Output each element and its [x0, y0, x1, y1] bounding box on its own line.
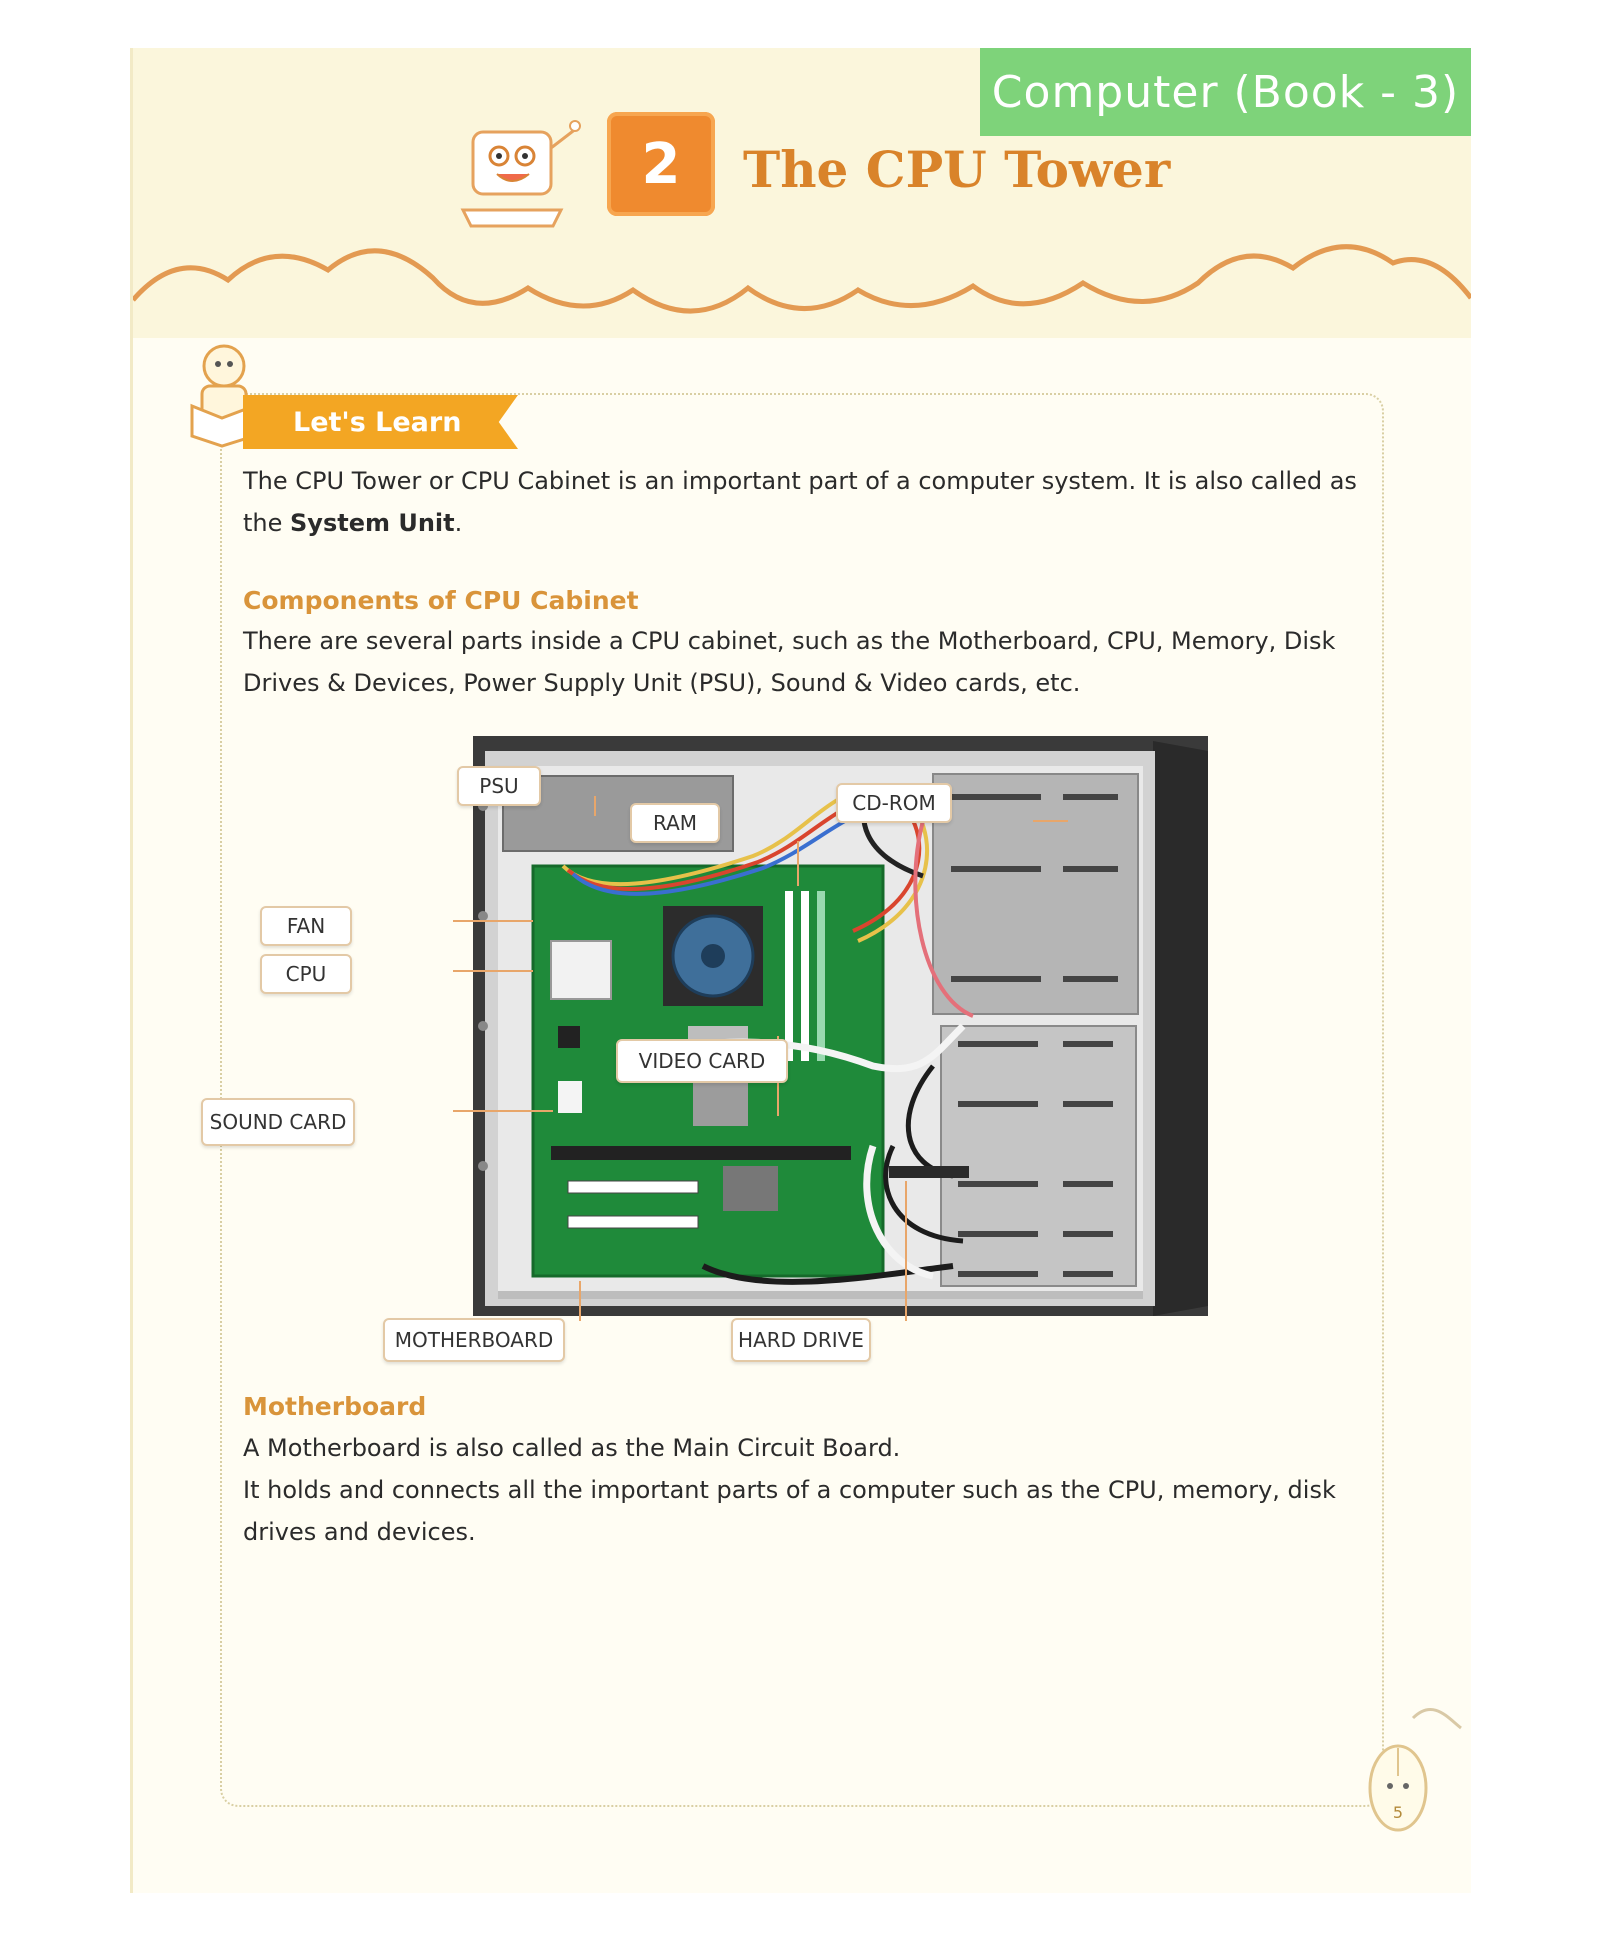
motherboard-heading: Motherboard [243, 1392, 427, 1421]
label-cpu: CPU [260, 954, 352, 994]
label-psu: PSU [457, 766, 541, 806]
mouse-icon: 5 [1368, 1707, 1462, 1832]
label-hard-drive: HARD DRIVE [731, 1318, 871, 1362]
computer-mascot-icon [460, 120, 581, 228]
intro-text-end: . [454, 509, 463, 537]
label-cd-rom: CD-ROM [836, 783, 952, 823]
intro-text: The CPU Tower or CPU Cabinet is an impor… [243, 467, 1357, 537]
label-ram: RAM [630, 803, 720, 843]
scallop-border [133, 228, 1471, 314]
motherboard-line-1: A Motherboard is also called as the Main… [243, 1434, 901, 1462]
cpu-cabinet-diagram [453, 736, 1208, 1321]
components-heading: Components of CPU Cabinet [243, 586, 639, 615]
system-unit-term: System Unit [290, 509, 455, 537]
page-number: 5 [1393, 1803, 1403, 1822]
chapter-title: The CPU Tower [743, 140, 1171, 199]
label-video-card: VIDEO CARD [616, 1039, 788, 1083]
label-fan: FAN [260, 906, 352, 946]
book-tag: Computer (Book - 3) [980, 48, 1471, 136]
label-motherboard: MOTHERBOARD [383, 1318, 565, 1362]
lets-learn-badge: Let's Learn [243, 395, 518, 449]
components-paragraph: There are several parts inside a CPU cab… [243, 627, 1336, 697]
page: Computer (Book - 3) 2 The CPU Tower Let'… [130, 48, 1471, 1893]
chapter-number-badge: 2 [607, 112, 715, 216]
motherboard-line-2: It holds and connects all the important … [243, 1476, 1336, 1546]
intro-paragraph: The CPU Tower or CPU Cabinet is an impor… [243, 460, 1363, 544]
label-sound-card: SOUND CARD [201, 1098, 355, 1146]
